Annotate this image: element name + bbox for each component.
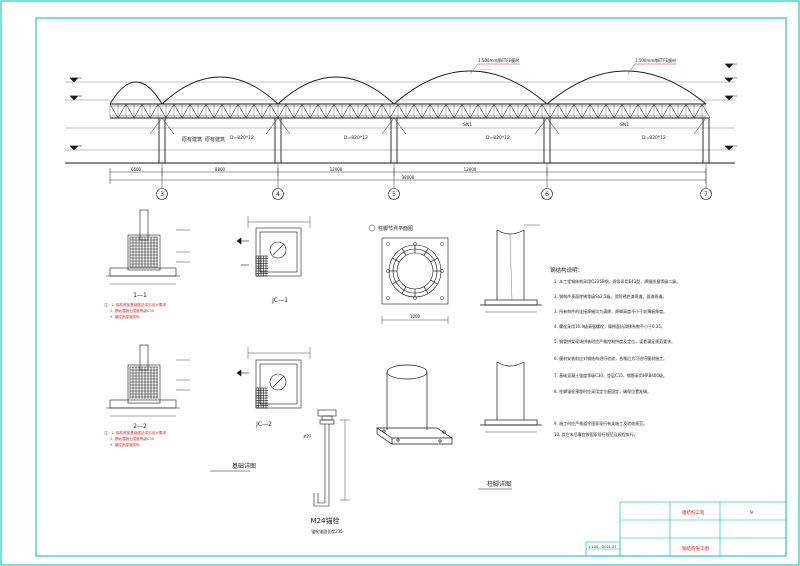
jc2-plan — [236, 347, 311, 409]
column-tag-1: D=820*12 — [230, 135, 254, 141]
level-markers-right — [724, 63, 737, 151]
foundation-labels: 1—1 2—2 注：1. 钢柱底部基础做法详见设计要求 2. 基础混凝土强度等级… — [104, 292, 166, 447]
anchor-bolt — [313, 409, 350, 507]
bay-dim-1: 6600 — [131, 167, 142, 172]
svg-text:3. 钢柱底部灌浆料: 3. 钢柱底部灌浆料 — [110, 442, 140, 447]
note-1: 1. 本工程钢结构采用Q235B钢，焊条采用E43型，焊缝质量等级二级。 — [554, 278, 680, 284]
anchor-dim-note: #27 — [303, 434, 312, 439]
svg-text:注：1. 钢柱底部基础做法详见设计要求: 注：1. 钢柱底部基础做法详见设计要求 — [104, 302, 166, 307]
arch-2 — [161, 76, 279, 105]
arch-1 — [109, 81, 163, 105]
column-elevation-upper — [480, 224, 542, 313]
note-3: 3. 所有构件的连接焊缝均为满焊，焊脚高度不小于较薄板厚度。 — [554, 308, 667, 314]
elevation-dimensions — [109, 163, 707, 188]
arch-tag-1: SN1 — [463, 122, 472, 128]
level-markers-left — [69, 77, 82, 151]
elevation-text: 3 4 5 6 7 原有建筑 原有建筑 D=820*12 D=820*12 D=… — [131, 57, 708, 198]
grid-bubbles — [156, 188, 712, 200]
tb-sheet-no: 9 — [750, 510, 753, 516]
note-8: 8. 柱脚锚栓预埋时应采用定位板固定，确保位置准确。 — [554, 388, 651, 394]
foundation-title: 基础详图 — [232, 462, 256, 470]
foundation-section-1 — [106, 209, 190, 285]
jc1-hatch — [255, 255, 268, 277]
tb-date: 2021.07 — [602, 545, 616, 549]
sheet-inner-border — [35, 17, 787, 557]
column-base-plan-title: 柱脚节点平面图 — [368, 224, 413, 232]
tb-project: 膜结构工程 — [682, 509, 705, 516]
column-tag-2: D=820*12 — [344, 135, 368, 141]
svg-text:3. 钢柱底部灌浆料: 3. 钢柱底部灌浆料 — [110, 314, 140, 319]
bay-dim-3: 12000 — [330, 167, 343, 172]
span-label-existing-1: 原有建筑 — [182, 136, 202, 143]
top-note-2: 1.500mm厚ETFE膜材 — [635, 57, 676, 63]
rebar-grid-1 — [129, 236, 158, 268]
grid-label-4: 4 — [276, 191, 280, 198]
note-9: 9. 施工时应严格遵守国家现行有关施工及验收规范。 — [554, 420, 647, 426]
ring-ribs — [386, 242, 444, 300]
total-dim: 38000 — [402, 175, 415, 180]
column-base-plan-dim: 1000 — [410, 314, 421, 319]
foundation-notes-2: 注：1. 钢柱底部基础做法详见设计要求 2. 基础混凝土强度等级C30 3. 钢… — [104, 430, 166, 447]
anchor-label: M24锚栓 — [311, 516, 340, 525]
svg-text:2. 基础混凝土强度等级C30: 2. 基础混凝土强度等级C30 — [110, 308, 155, 313]
section-2-label: 2—2 — [133, 423, 147, 430]
foundation-section-2 — [106, 344, 190, 417]
grid-label-3: 3 — [160, 191, 164, 198]
rebar-grid-2 — [129, 366, 158, 399]
svg-text:注：1. 钢柱底部基础做法详见设计要求: 注：1. 钢柱底部基础做法详见设计要求 — [104, 430, 166, 435]
top-note-1: 1.500mm厚ETFE膜材 — [478, 57, 519, 63]
column-tag-3: D=820*12 — [486, 135, 510, 141]
column-base-3d — [375, 364, 454, 445]
title-block-text: 膜结构工程 钢结构施工图 9 1:100 2021.07 — [588, 509, 753, 552]
top-note-leaders: ________ — [469, 63, 676, 75]
svg-text:2. 基础混凝土强度等级C30: 2. 基础混凝土强度等级C30 — [110, 436, 155, 441]
bay-dim-2: 8800 — [215, 167, 226, 172]
jc2-label: JC—2 — [255, 421, 272, 428]
column-elevation-lower — [480, 361, 542, 433]
column-base-title: 柱脚详图 — [487, 480, 511, 488]
arch-5 — [546, 70, 707, 105]
jc1-label: JC—1 — [271, 297, 288, 304]
section-1-label: 1—1 — [133, 292, 147, 299]
note-6: 6. 膜材安装前应对钢结构进行验收，合格后方可进行膜材施工。 — [554, 355, 667, 361]
steel-notes: 钢结构说明： 1. 本工程钢结构采用Q235B钢，焊条采用E43型，焊缝质量等级… — [550, 266, 680, 437]
anchor-sub: 锚栓锚固长度235 — [311, 528, 343, 534]
jc2-hatch — [255, 387, 268, 409]
foundation-notes-1: 注：1. 钢柱底部基础做法详见设计要求 2. 基础混凝土强度等级C30 3. 钢… — [104, 302, 166, 319]
arch-4 — [393, 70, 548, 105]
note-4: 4. 螺栓采用10.9级高强螺栓，摩擦面抗滑移系数不小于0.35。 — [554, 323, 665, 329]
note-5: 5. 钢管拱架现场拼装时应严格控制拱度及定位，误差满足规范要求。 — [554, 338, 675, 344]
notes-title: 钢结构说明： — [550, 266, 583, 274]
grid-label-7: 7 — [704, 191, 708, 198]
svg-text:柱脚节点平面图: 柱脚节点平面图 — [378, 225, 413, 232]
grid-label-5: 5 — [392, 191, 396, 198]
tb-scale: 1:100 — [588, 545, 598, 549]
arch-3 — [277, 76, 395, 105]
column-tag-4: D=820*12 — [642, 135, 666, 141]
note-7: 7. 基础混凝土强度等级C30，垫层C15，钢筋采用HRB400级。 — [554, 372, 667, 378]
note-2: 2. 钢构件表面除锈等级Sa2.5级，涂防锈底漆两道，面漆两道。 — [554, 293, 666, 299]
title-block — [585, 501, 787, 557]
span-label-existing-2: 原有建筑 — [205, 136, 225, 143]
svg-text:________: ________ — [477, 66, 492, 70]
bay-dim-4: 12000 — [464, 167, 477, 172]
jc1-plan — [236, 216, 311, 277]
truss-web — [109, 103, 711, 119]
arch-tag-2: SN1 — [620, 122, 629, 128]
tb-drawing: 钢结构施工图 — [682, 545, 709, 552]
anchor-labels: #27 M24锚栓 锚栓锚固长度235 — [303, 434, 343, 534]
elevation-view — [65, 63, 737, 200]
grid-label-6: 6 — [545, 191, 549, 198]
column-base-plan — [381, 237, 449, 324]
note-10: 10. 其它未尽事宜按国家现行规范及规程执行。 — [554, 431, 638, 437]
